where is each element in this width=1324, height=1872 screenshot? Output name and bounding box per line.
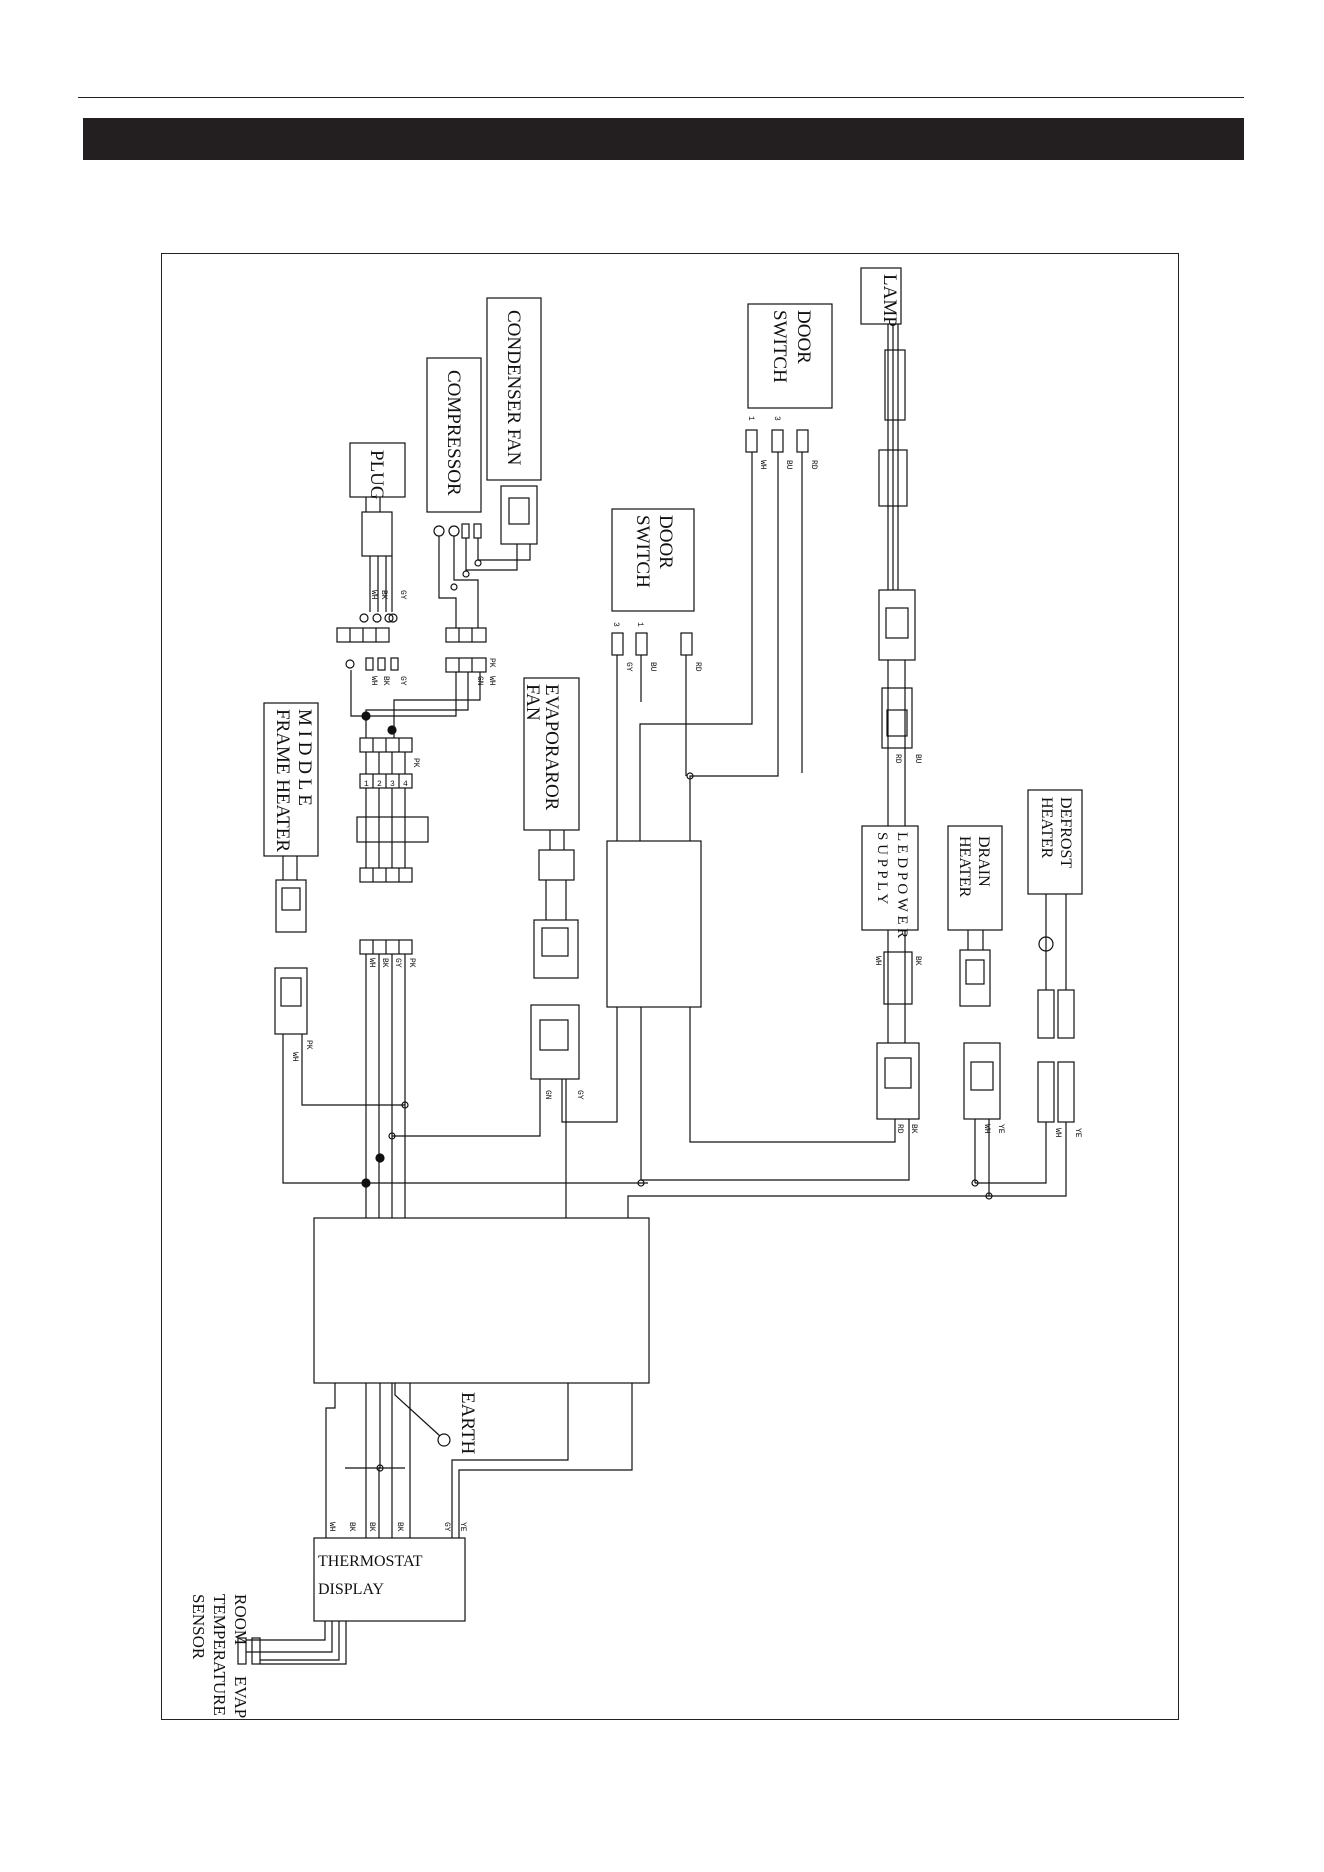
bottom-block-color-3: GY	[393, 958, 402, 968]
bottom-block-color-4: PK	[407, 958, 416, 968]
middle-frame-heater-label-1: M I D D L E	[294, 709, 315, 806]
drain-conn-2: WH	[982, 1124, 991, 1134]
drain-heater-box: DRAIN HEATER	[947, 825, 1003, 931]
mfh-conn-2: WH	[290, 1052, 299, 1062]
led-in-1: RD	[893, 754, 902, 764]
bottom-block-color-1: WH	[367, 958, 376, 968]
door-switch-top-label-2: SWITCH	[769, 310, 790, 383]
thermo-color-1: WH	[327, 1522, 336, 1532]
evaporator-fan-box: EVAPORAROR FAN	[522, 677, 580, 831]
evaporator-fan-label-2: FAN	[522, 684, 543, 721]
sensor-room-label: ROOM	[231, 1594, 250, 1645]
middle-frame-heater-box: M I D D L E FRAME HEATER	[263, 702, 319, 857]
main-junction-box	[313, 1217, 650, 1384]
comp-color-3: GN	[475, 676, 484, 686]
comp-color-2: WH	[487, 676, 496, 686]
evap-conn-1: GY	[575, 1090, 584, 1100]
ds-mid-pin-1: 3	[611, 622, 620, 627]
drain-conn-1: YE	[996, 1124, 1005, 1134]
wires	[246, 324, 1067, 1665]
thermostat-display-box: THERMOSTAT DISPLAY	[313, 1537, 466, 1622]
sensor-temperature-label: TEMPERATURE	[210, 1594, 229, 1716]
evaporator-fan-label-1: EVAPORAROR	[541, 684, 562, 811]
thermo-color-3: BK	[367, 1522, 376, 1532]
ds-mid-color-3: RD	[693, 662, 702, 672]
led-junction-box	[606, 840, 702, 1008]
thermostat-label-2: DISPLAY	[318, 1581, 385, 1598]
condenser-fan-label: CONDENSER FAN	[503, 310, 524, 466]
defrost-heater-box: DEFROST HEATER	[1027, 789, 1083, 895]
thermostat-label-1: THERMOSTAT	[318, 1553, 423, 1570]
plug-color-2: BK	[379, 590, 388, 600]
ds-top-pin-1: 1	[746, 416, 755, 421]
header-bar	[83, 118, 1244, 160]
term-color-3: GY	[398, 676, 407, 686]
sensor-evap-label: EVAP	[231, 1676, 250, 1718]
defrost-heater-label-2: HEATER	[1038, 797, 1055, 859]
thermo-color-4: BK	[395, 1522, 404, 1532]
compressor-box: COMPRESSOR	[426, 357, 482, 513]
door-switch-mid-label-1: DOOR	[655, 515, 676, 569]
defrost-conn-1: YE	[1073, 1128, 1082, 1138]
compressor-label: COMPRESSOR	[443, 370, 464, 496]
led-conn-2: RD	[895, 1124, 904, 1134]
plug-color-1: WH	[369, 590, 378, 600]
led-out-2: WH	[873, 956, 882, 966]
lamp-label: LAMP	[879, 274, 900, 327]
comp-color-1: PK	[487, 658, 496, 668]
door-switch-top-label-1: DOOR	[793, 310, 814, 364]
evap-conn-2: GN	[543, 1090, 552, 1100]
ds-top-color-2: BU	[784, 460, 793, 470]
ds-top-pin-2: 3	[772, 416, 781, 421]
plug-label: PLUG	[366, 450, 387, 500]
led-out-1: BK	[913, 956, 922, 966]
pk-label: PK	[411, 758, 420, 768]
terminal-blocks	[336, 627, 487, 955]
bottom-block-color-2: BK	[380, 958, 389, 968]
ds-top-color-3: RD	[809, 460, 818, 470]
term-color-1: WH	[369, 676, 378, 686]
term-color-2: BK	[381, 676, 390, 686]
sensor-sensor-label: SENSOR	[189, 1594, 208, 1660]
led-conn-1: BK	[909, 1124, 918, 1134]
defrost-heater-label-1: DEFROST	[1057, 797, 1074, 868]
block-num-1: 1	[364, 780, 369, 789]
defrost-conn-2: WH	[1053, 1128, 1062, 1138]
thermo-color-5: GY	[442, 1522, 451, 1532]
diagram-frame	[161, 253, 1179, 1720]
led-power-supply-label-1: L E D P O W E R	[894, 832, 910, 938]
door-switch-top-box: DOOR SWITCH	[747, 303, 833, 409]
led-power-supply-box: L E D P O W E R S U P P L Y	[861, 825, 919, 938]
plug-box: PLUG	[349, 442, 406, 500]
middle-frame-heater-label-2: FRAME HEATER	[272, 709, 293, 852]
door-switch-mid-box: DOOR SWITCH	[611, 508, 695, 612]
top-rule	[78, 97, 1244, 98]
door-switch-mid-label-2: SWITCH	[632, 515, 653, 588]
drain-heater-label-1: DRAIN	[975, 836, 992, 887]
ds-top-color-1: WH	[758, 460, 767, 470]
drain-heater-label-2: HEATER	[956, 836, 973, 898]
led-power-supply-label-2: S U P P L Y	[874, 832, 890, 905]
ds-mid-pin-2: 1	[635, 622, 644, 627]
led-in-2: BU	[913, 754, 922, 764]
mfh-conn-1: PK	[304, 1040, 313, 1050]
earth-label: EARTH	[457, 1392, 478, 1454]
block-num-3: 3	[390, 780, 395, 789]
condenser-fan-box: CONDENSER FAN	[486, 297, 542, 481]
ds-mid-color-2: BU	[648, 662, 657, 672]
ds-mid-color-1: GY	[624, 662, 633, 672]
thermo-color-6: YE	[458, 1522, 467, 1532]
block-num-4: 4	[403, 780, 408, 789]
junction-dots	[361, 559, 993, 1472]
plug-color-3: GY	[398, 590, 407, 600]
lamp-box: LAMP	[860, 267, 902, 327]
block-num-2: 2	[377, 780, 382, 789]
thermo-color-2: BK	[347, 1522, 356, 1532]
